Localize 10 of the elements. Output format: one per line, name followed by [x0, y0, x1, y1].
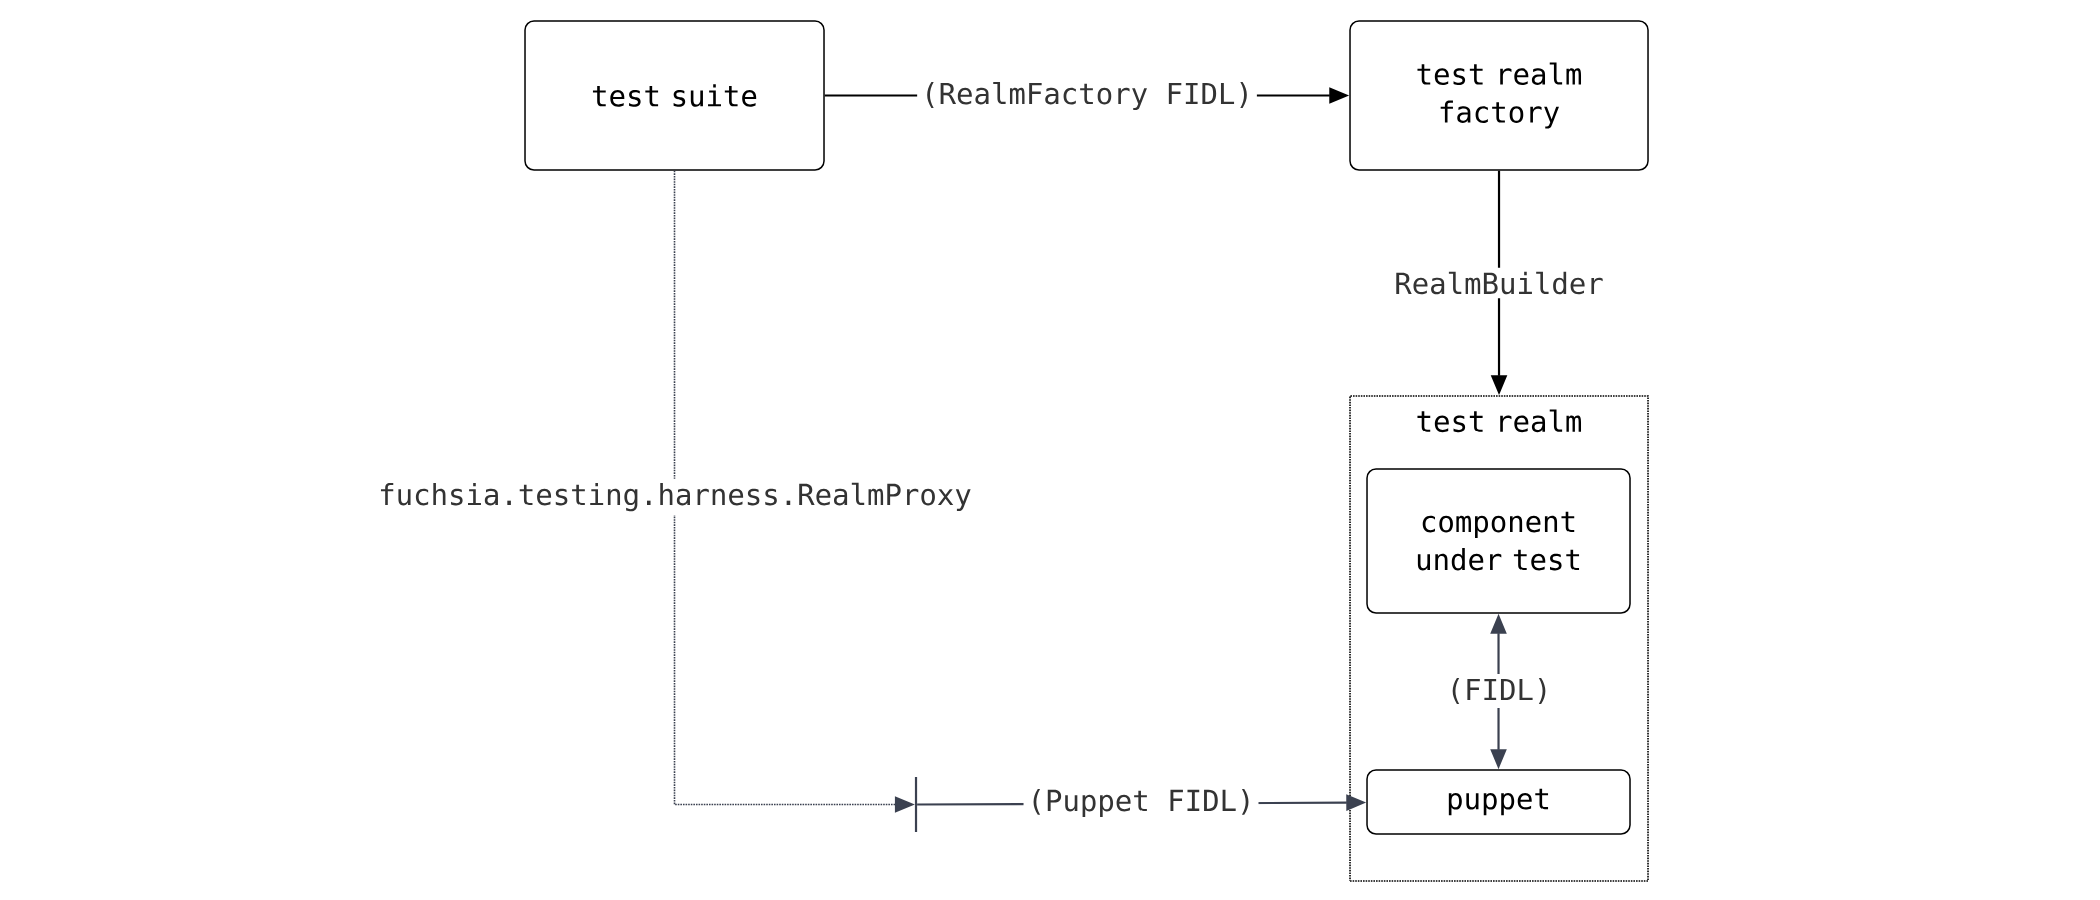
process-box: test suite: [524, 20, 825, 171]
process-box: puppet: [1366, 769, 1631, 835]
edge-label: RealmBuilder: [1390, 267, 1608, 299]
bar-marker: [914, 775, 918, 834]
edge-label: (RealmFactory FIDL): [917, 77, 1257, 115]
edge-label: (Puppet FIDL): [1023, 785, 1259, 822]
process-box: component under test: [1366, 468, 1631, 614]
edge-label: (FIDL): [1442, 674, 1556, 708]
process-box: test realm factory: [1349, 20, 1649, 171]
edge-label: fuchsia.testing.harness.RealmProxy: [374, 478, 976, 516]
